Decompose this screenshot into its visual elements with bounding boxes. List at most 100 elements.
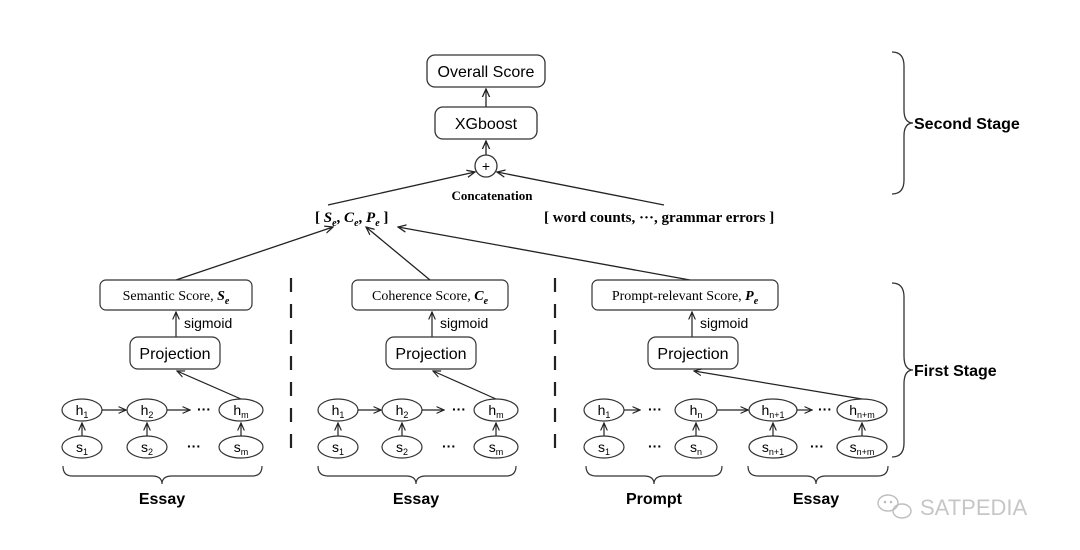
concatenation-label: Concatenation — [452, 188, 534, 203]
arrow-prompt-to-vector — [398, 227, 691, 281]
watermark: SATPEDIA — [877, 494, 1028, 520]
sentence-node: sn+1 — [748, 435, 798, 459]
svg-text:hm: hm — [488, 402, 503, 420]
sentence-node: sn — [674, 435, 718, 459]
svg-text:hm: hm — [233, 402, 248, 420]
handcrafted-features: [ word counts, ···, grammar errors ] — [544, 210, 774, 226]
projection-box-coherence: Projection — [385, 336, 477, 370]
svg-text:hn: hn — [690, 402, 703, 420]
svg-text:Prompt-relevant Score, Pe: Prompt-relevant Score, Pe — [612, 289, 759, 307]
sigmoid-label-coherence: sigmoid — [440, 315, 488, 331]
svg-text:h1: h1 — [598, 402, 611, 420]
score-vector: [ Se, Ce, Pe ] — [315, 210, 388, 229]
coherence-score-box: Coherence Score, Ce — [351, 279, 509, 311]
ellipsis: ··· — [442, 438, 456, 454]
arrow-coherence-to-vector — [366, 227, 431, 281]
plus-sign: + — [482, 158, 490, 174]
arrow-hm-to-projection — [177, 371, 242, 400]
svg-text:sm: sm — [489, 439, 504, 457]
xgboost-label: XGboost — [455, 116, 518, 133]
svg-text:Coherence Score, Ce: Coherence Score, Ce — [372, 289, 489, 307]
coherence-panel: Coherence Score, Ce sigmoid Projection h… — [317, 279, 519, 508]
semantic-score-box: Semantic Score, Se — [99, 279, 253, 311]
sentence-node: s1 — [583, 435, 625, 459]
xgboost-box: XGboost — [434, 106, 538, 140]
projection-box-semantic: Projection — [129, 336, 221, 370]
prompt-brace — [585, 465, 723, 485]
essay-label-2: Essay — [393, 491, 439, 508]
hidden-state-node: hm — [473, 398, 519, 422]
svg-text:h2: h2 — [396, 402, 409, 420]
svg-text:Projection: Projection — [139, 346, 210, 363]
hidden-state-node: hn+m — [836, 398, 888, 422]
svg-text:s2: s2 — [141, 439, 153, 457]
svg-text:sn+1: sn+1 — [762, 439, 784, 457]
prompt-panel: Prompt-relevant Score, Pe sigmoid Projec… — [583, 279, 889, 508]
svg-text:h2: h2 — [141, 402, 154, 420]
svg-text:s1: s1 — [332, 439, 344, 457]
arrow-semantic-to-vector — [175, 227, 333, 281]
hidden-state-node: h2 — [381, 398, 423, 422]
svg-text:hn+1: hn+1 — [761, 402, 784, 420]
watermark-text: SATPEDIA — [920, 495, 1028, 520]
hidden-state-node: h1 — [317, 398, 359, 422]
hidden-state-node: h2 — [126, 398, 168, 422]
overall-score-label: Overall Score — [438, 64, 535, 81]
prompt-label: Prompt — [626, 491, 683, 508]
sentence-node: s2 — [126, 435, 168, 459]
arrow-features-to-concat — [497, 172, 665, 206]
sigmoid-label-semantic: sigmoid — [184, 315, 232, 331]
essay-brace-1 — [62, 465, 263, 485]
svg-text:sn: sn — [690, 439, 702, 457]
prompt-score-box: Prompt-relevant Score, Pe — [591, 279, 779, 311]
ellipsis: ··· — [452, 401, 466, 417]
svg-text:h1: h1 — [332, 402, 345, 420]
hidden-state-node: h1 — [583, 398, 625, 422]
essay-brace-3 — [747, 465, 889, 485]
ellipsis: ··· — [818, 401, 832, 417]
ellipsis: ··· — [648, 401, 662, 417]
ellipsis: ··· — [810, 438, 824, 454]
svg-text:Projection: Projection — [657, 346, 728, 363]
sentence-node: s1 — [317, 435, 359, 459]
projection-box-prompt: Projection — [647, 336, 739, 370]
second-stage-brace — [891, 51, 914, 195]
chat-bubble-icon — [877, 494, 912, 519]
sentence-node: sn+m — [836, 435, 888, 459]
arrow-hnm-to-projection — [694, 371, 863, 400]
first-stage-label: First Stage — [914, 363, 997, 380]
second-stage-label: Second Stage — [914, 116, 1020, 133]
svg-text:Projection: Projection — [395, 346, 466, 363]
svg-text:s2: s2 — [396, 439, 408, 457]
svg-text:s1: s1 — [76, 439, 88, 457]
ellipsis: ··· — [197, 401, 211, 417]
arrow-scores-to-concat — [327, 172, 475, 206]
concatenation-node: + — [474, 154, 498, 178]
first-stage-brace — [891, 282, 914, 458]
sentence-node: sm — [473, 435, 519, 459]
sentence-node: s2 — [381, 435, 423, 459]
svg-text:s1: s1 — [598, 439, 610, 457]
svg-text:hn+m: hn+m — [849, 402, 875, 420]
sigmoid-label-prompt: sigmoid — [700, 315, 748, 331]
hidden-state-node: hn+1 — [748, 398, 798, 422]
semantic-panel: Semantic Score, Se sigmoid Projection h1… — [61, 279, 264, 508]
essay-label-3: Essay — [793, 491, 839, 508]
ellipsis: ··· — [187, 438, 201, 454]
overall-score-box: Overall Score — [426, 54, 546, 88]
hidden-state-node: hn — [674, 398, 718, 422]
sentence-node: s1 — [61, 435, 103, 459]
sentence-node: sm — [218, 435, 264, 459]
svg-text:Semantic Score, Se: Semantic Score, Se — [123, 289, 230, 307]
hidden-state-node: hm — [218, 398, 264, 422]
svg-text:sn+m: sn+m — [850, 439, 875, 457]
svg-text:h1: h1 — [76, 402, 89, 420]
hidden-state-node: h1 — [61, 398, 103, 422]
essay-brace-2 — [317, 465, 517, 485]
svg-text:sm: sm — [234, 439, 249, 457]
arrow-hm-to-projection — [433, 371, 497, 400]
essay-label-1: Essay — [139, 491, 185, 508]
ellipsis: ··· — [648, 438, 662, 454]
